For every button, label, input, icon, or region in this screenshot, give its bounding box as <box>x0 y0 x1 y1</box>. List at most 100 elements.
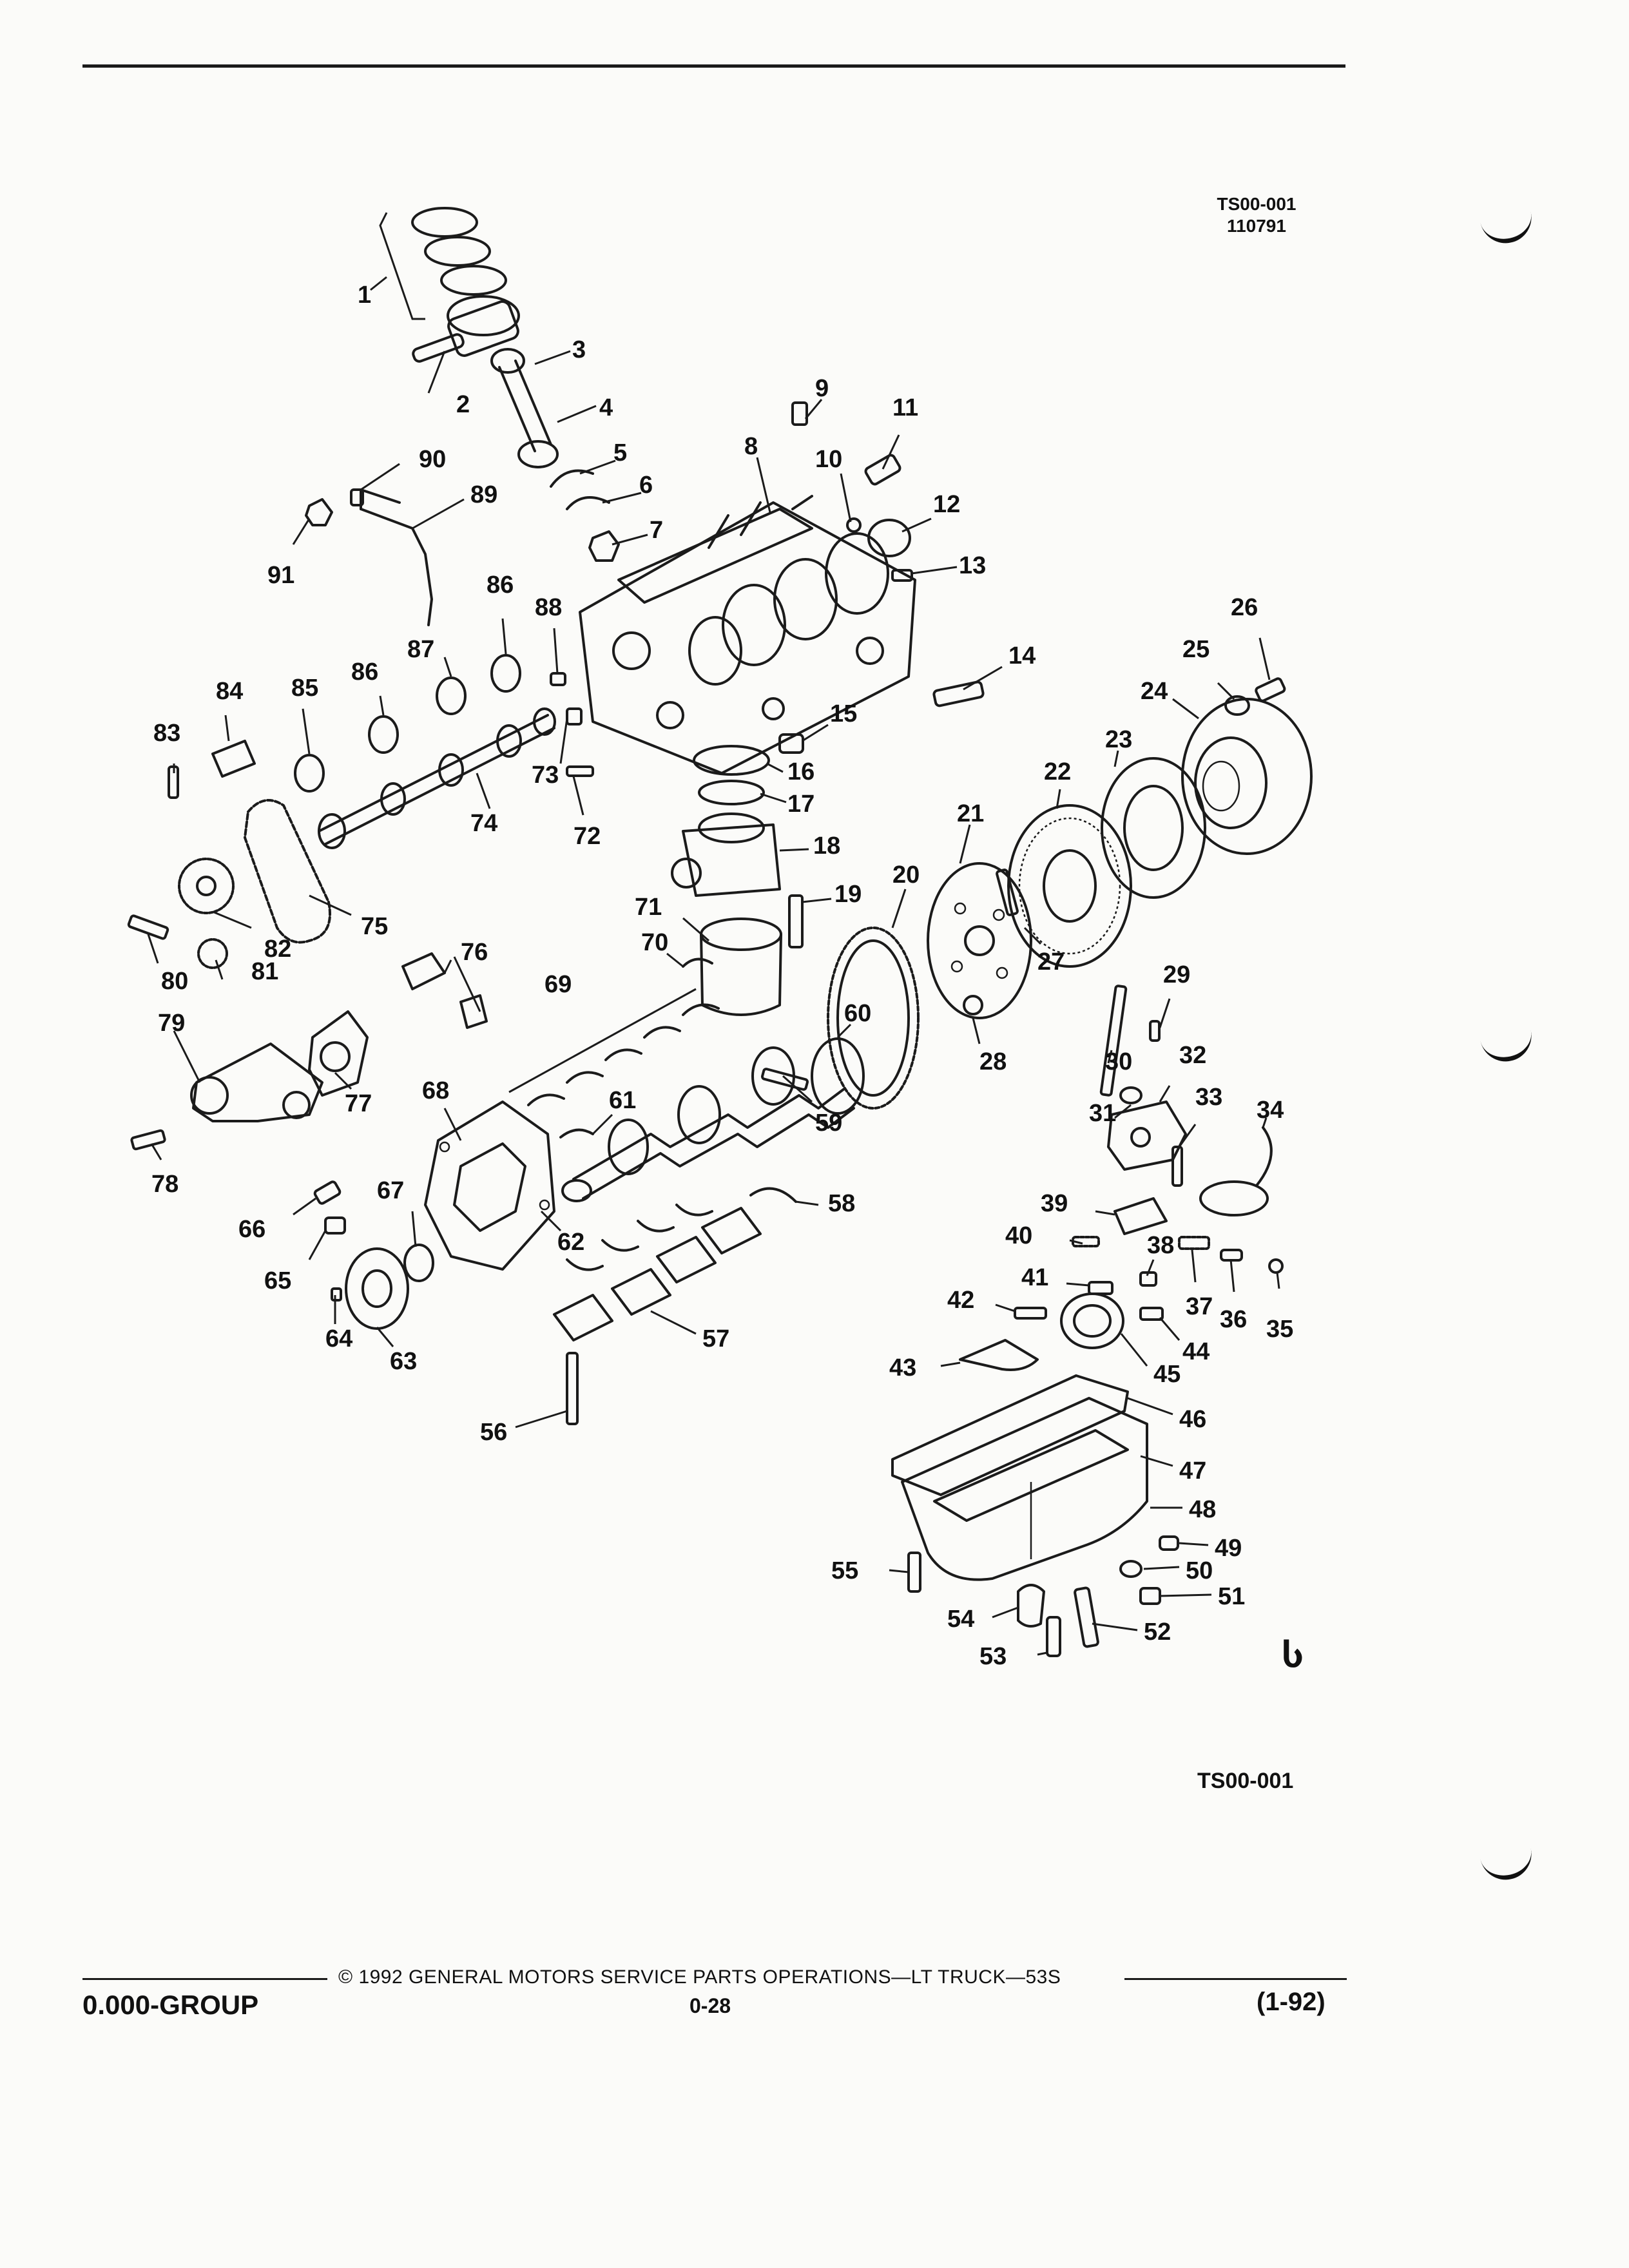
callout-75: 75 <box>361 913 388 940</box>
callout-90: 90 <box>419 446 446 473</box>
washer-part <box>1224 695 1250 716</box>
cam-bearing-87-part <box>436 677 467 715</box>
pilot-bearing-part <box>996 869 1019 916</box>
callout-65: 65 <box>264 1267 291 1294</box>
callout-11: 11 <box>892 394 918 421</box>
callout-66: 66 <box>238 1216 265 1243</box>
gasket-part <box>698 780 765 805</box>
piston-pin-part <box>412 333 465 363</box>
callout-37: 37 <box>1186 1293 1213 1320</box>
callout-53: 53 <box>979 1643 1007 1670</box>
callout-57: 57 <box>702 1325 729 1352</box>
callout-77: 77 <box>345 1090 372 1117</box>
cam-sprocket-part <box>178 858 235 914</box>
callout-61: 61 <box>609 1087 636 1114</box>
leader-line <box>370 276 387 291</box>
main-bearings-lower-part <box>566 1204 713 1271</box>
crank-key-part <box>761 1068 809 1091</box>
pan-reinforcement-part <box>1017 1584 1045 1628</box>
callout-73: 73 <box>532 762 559 789</box>
bracket-69-leader <box>508 988 697 1093</box>
callout-78: 78 <box>151 1171 178 1198</box>
cam-bearing-85-part <box>294 754 325 793</box>
callout-82: 82 <box>264 936 291 963</box>
callout-9: 9 <box>815 375 829 402</box>
callout-48: 48 <box>1189 1496 1216 1523</box>
group-label: 0.000-GROUP <box>82 1990 259 2020</box>
callout-84: 84 <box>216 678 243 705</box>
callout-10: 10 <box>815 446 842 473</box>
callout-13: 13 <box>959 552 986 579</box>
retainer-part <box>1149 1020 1161 1042</box>
stud-42-part <box>1014 1307 1047 1320</box>
callout-36: 36 <box>1220 1306 1247 1333</box>
sprocket-bolt-part <box>127 914 169 940</box>
callout-74: 74 <box>470 810 497 837</box>
callout-33: 33 <box>1195 1084 1222 1111</box>
dipstick-part <box>1268 1258 1284 1274</box>
callout-34: 34 <box>1257 1097 1284 1124</box>
pan-stud-part <box>1074 1586 1099 1648</box>
callout-62: 62 <box>557 1229 584 1256</box>
clutch-disc-part <box>1007 804 1132 968</box>
sensor-part <box>864 454 901 486</box>
main-cap-bolt-part <box>566 1352 579 1425</box>
callout-64: 64 <box>325 1325 352 1352</box>
expansion-plug-part <box>867 519 911 557</box>
crank-sprocket-part <box>197 938 228 969</box>
callout-25: 25 <box>1182 636 1210 663</box>
callout-4: 4 <box>599 394 613 421</box>
piston-rings-part <box>411 207 520 357</box>
oil-pipe-part <box>360 488 433 626</box>
rod-nut-part <box>588 530 620 562</box>
adapter-bolt-part <box>788 894 804 948</box>
callout-88: 88 <box>535 594 562 621</box>
bolt-44-part <box>1139 1307 1164 1321</box>
callout-80: 80 <box>161 968 188 995</box>
callout-42: 42 <box>947 1287 974 1314</box>
thrust-plate-part <box>211 740 256 778</box>
figure-date-code: 110791 <box>1227 216 1286 236</box>
leader-lines <box>147 350 1280 1656</box>
callout-21: 21 <box>957 800 984 827</box>
callout-47: 47 <box>1179 1457 1206 1485</box>
main-bearings-upper-part <box>527 1003 720 1106</box>
engine-block-part <box>579 495 916 774</box>
callout-86a: 86 <box>351 658 378 686</box>
callout-68: 68 <box>422 1077 449 1104</box>
revision-date: (1-92) <box>1257 1988 1325 2016</box>
camshaft-part <box>318 707 556 849</box>
callout-5: 5 <box>613 439 627 466</box>
timing-chain-part <box>244 799 331 944</box>
sensor-66-part <box>313 1180 342 1205</box>
rod-cap-part <box>566 496 610 510</box>
callout-69: 69 <box>545 971 572 998</box>
callout-1: 1 <box>358 282 371 309</box>
pump-screen-washer-part <box>1119 1086 1142 1104</box>
callout-26: 26 <box>1231 594 1258 621</box>
callout-38: 38 <box>1147 1232 1174 1259</box>
callout-22: 22 <box>1044 758 1071 785</box>
flywheel-ring-gear-part <box>827 927 920 1110</box>
cam-bearing-86a-part <box>368 715 399 754</box>
oil-pump-screen-part <box>1199 1126 1273 1216</box>
main-bearing-caps-part <box>553 1207 762 1341</box>
callout-18: 18 <box>813 832 840 860</box>
pressure-plate-part <box>1181 698 1313 855</box>
harmonic-balancer-part <box>345 1247 409 1330</box>
pipe-bolt-part <box>305 498 333 526</box>
callout-83: 83 <box>153 720 180 747</box>
callout-43: 43 <box>889 1354 916 1381</box>
callout-32: 32 <box>1179 1042 1206 1069</box>
callout-20: 20 <box>892 861 920 889</box>
cam-plug-part <box>566 707 583 726</box>
callout-67: 67 <box>377 1177 404 1204</box>
callout-15: 15 <box>830 700 857 727</box>
callout-23: 23 <box>1105 726 1132 753</box>
flywheel-bolt-part <box>963 995 983 1015</box>
figure-ref-code: TS00-001 <box>1217 194 1296 214</box>
callout-12: 12 <box>933 491 960 518</box>
footer-rule-right <box>1124 1978 1347 1980</box>
water-pump-part <box>190 1043 323 1122</box>
callout-35: 35 <box>1266 1316 1293 1343</box>
